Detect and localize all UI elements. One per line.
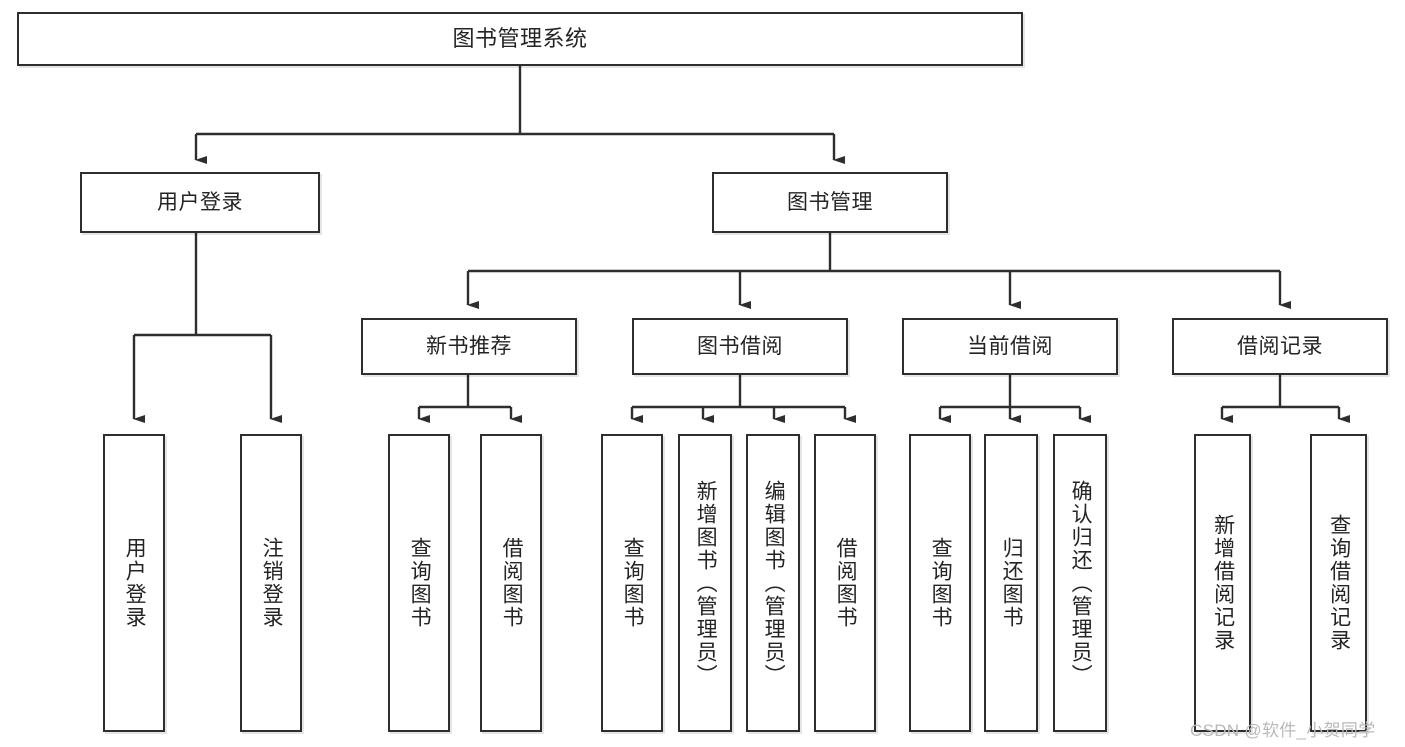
node-current-borrow[interactable]: 当前借阅 [902,318,1118,375]
node-label: 确认归还（管理员） [1069,479,1093,687]
leaf-logout-login[interactable]: 注销登录 [240,434,302,732]
node-label: 新书推荐 [426,334,512,358]
node-label: 新增借阅记录 [1211,514,1235,652]
leaf-add-borrow-record[interactable]: 新增借阅记录 [1194,434,1251,732]
node-label: 用户登录 [123,537,147,629]
leaf-query-book-new-recommend[interactable]: 查询图书 [388,434,450,732]
node-label: 用户登录 [157,190,243,214]
node-label: 借阅图书 [500,537,524,629]
node-label: 图书管理 [787,190,873,214]
leaf-edit-book-admin[interactable]: 编辑图书（管理员） [746,434,800,732]
leaf-return-book[interactable]: 归还图书 [984,434,1038,732]
leaf-add-book-admin[interactable]: 新增图书（管理员） [678,434,732,732]
node-label: 图书管理系统 [452,25,588,51]
leaf-user-login[interactable]: 用户登录 [103,434,165,732]
node-book-management[interactable]: 图书管理 [712,172,948,233]
node-label: 编辑图书（管理员） [762,479,786,687]
node-label: 新增图书（管理员） [694,479,718,687]
node-label: 借阅图书 [834,537,858,629]
node-label: 注销登录 [260,537,284,629]
node-label: 借阅记录 [1237,334,1323,358]
node-book-borrow[interactable]: 图书借阅 [632,318,848,375]
leaf-query-borrow-record[interactable]: 查询借阅记录 [1310,434,1367,732]
leaf-query-book-current[interactable]: 查询图书 [909,434,971,732]
leaf-borrow-book-borrow[interactable]: 借阅图书 [814,434,876,732]
leaf-confirm-return-admin[interactable]: 确认归还（管理员） [1053,434,1107,732]
node-label: 图书借阅 [697,334,783,358]
node-root-book-management-system[interactable]: 图书管理系统 [17,12,1023,66]
node-label: 归还图书 [1000,537,1024,629]
node-borrow-record[interactable]: 借阅记录 [1172,318,1388,375]
node-label: 查询图书 [408,537,432,629]
leaf-borrow-book-new-recommend[interactable]: 借阅图书 [480,434,542,732]
node-label: 查询借阅记录 [1327,514,1351,652]
node-user-login[interactable]: 用户登录 [80,172,320,233]
leaf-query-book-borrow[interactable]: 查询图书 [601,434,663,732]
node-label: 当前借阅 [967,334,1053,358]
node-label: 查询图书 [929,537,953,629]
node-label: 查询图书 [621,537,645,629]
node-new-book-recommend[interactable]: 新书推荐 [361,318,577,375]
